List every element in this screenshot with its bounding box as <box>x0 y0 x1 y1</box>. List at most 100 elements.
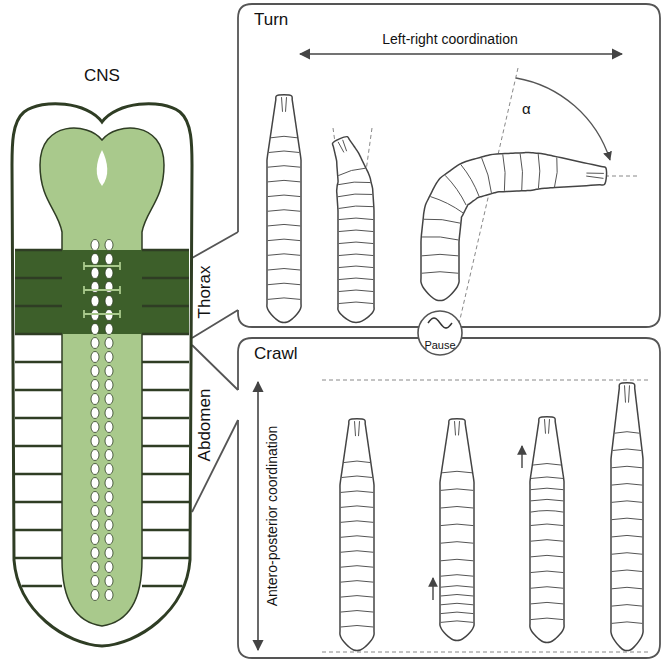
connective-hole <box>105 492 113 503</box>
segment-nerve <box>142 585 183 588</box>
connective-hole <box>105 464 113 475</box>
sine-wave <box>428 318 452 328</box>
mouth-hook <box>629 385 630 402</box>
larvae <box>267 95 643 651</box>
larva-segment <box>612 622 643 624</box>
larva-segment <box>339 278 374 280</box>
connective-hole <box>105 240 113 251</box>
segment-nerve <box>142 389 189 392</box>
larva-segment <box>531 499 564 501</box>
connective-hole <box>105 338 113 349</box>
connective-hole <box>91 436 99 447</box>
shape-group <box>238 338 660 658</box>
larva-segment <box>482 158 492 193</box>
larva-segment <box>422 254 458 256</box>
level-dashed-line <box>322 652 650 653</box>
connective-hole <box>91 366 99 377</box>
larva-segment <box>341 626 374 628</box>
larva-segment <box>531 555 564 557</box>
larva-segment <box>441 621 474 623</box>
larva-segment <box>531 540 564 542</box>
larva-segment <box>442 471 472 473</box>
larva-segment <box>445 175 466 205</box>
shape-group <box>418 311 462 355</box>
larva-segment <box>268 166 301 168</box>
segment-nerve <box>142 529 189 532</box>
left-right-arrow <box>300 53 622 55</box>
larva-segment <box>531 524 564 526</box>
connective-hole <box>91 310 99 321</box>
larva-segment <box>533 464 561 466</box>
larva-segment <box>341 536 374 538</box>
connective-hole <box>105 394 113 405</box>
segment-bracket <box>84 310 120 318</box>
callout-wedge <box>192 232 238 338</box>
connective-hole <box>91 254 99 265</box>
larva-segment <box>612 570 643 572</box>
larva-segment <box>441 542 474 544</box>
connective-hole <box>91 408 99 419</box>
connective-hole <box>91 268 99 279</box>
segment-nerve <box>142 417 189 420</box>
larva-segment <box>612 501 643 503</box>
turn-panel: TurnLeft-right coordinationα <box>238 4 660 327</box>
pause-outline <box>418 311 462 355</box>
segment-bracket <box>84 262 120 270</box>
connective-hole <box>91 464 99 475</box>
larva-body <box>421 152 607 300</box>
larva-segment <box>341 506 374 508</box>
cns-title: CNS <box>84 66 120 86</box>
connective-hole <box>105 590 113 601</box>
larva-segment <box>538 154 540 188</box>
connective-hole <box>105 520 113 531</box>
larva-segment <box>612 535 643 537</box>
connective-hole <box>91 380 99 391</box>
larva <box>530 417 564 643</box>
segment-nerve <box>15 305 62 308</box>
node-shape <box>238 4 660 327</box>
connective-hole <box>105 562 113 573</box>
larva-segment <box>339 230 374 232</box>
segment-bracket <box>84 286 120 294</box>
larva-segment <box>612 587 643 589</box>
mouth-hook <box>359 421 360 436</box>
segment-nerve <box>15 529 62 532</box>
segment-nerve <box>15 501 62 504</box>
segment-nerve <box>15 249 62 252</box>
body-outline <box>12 104 192 646</box>
larva-segment <box>531 571 564 573</box>
mouth-hook <box>355 421 356 436</box>
mouth-hook <box>338 142 344 153</box>
larva <box>332 137 374 323</box>
larva-segment <box>441 524 474 526</box>
larva-segment <box>339 206 374 209</box>
connective-hole <box>91 590 99 601</box>
connective-hole <box>105 366 113 377</box>
connective-hole <box>91 576 99 587</box>
larva-segment <box>555 157 558 187</box>
larva-segment <box>268 298 301 300</box>
larva-segment <box>268 269 301 271</box>
larva-segment <box>338 194 372 197</box>
larva-segment <box>339 218 374 220</box>
brain-hole <box>97 150 108 186</box>
larva-segment <box>531 618 564 620</box>
segment-nerve <box>142 305 189 308</box>
larva-segment <box>338 182 370 185</box>
larva-segment <box>531 477 563 479</box>
larva-segment <box>531 511 564 513</box>
connective-hole <box>91 478 99 489</box>
larva-segment <box>441 489 474 491</box>
larva-segment <box>341 566 374 568</box>
larva-segment <box>441 612 474 614</box>
connective-hole <box>91 240 99 251</box>
larva-segment <box>441 575 474 577</box>
connective-hole <box>105 296 113 307</box>
panel-heading: Turn <box>254 10 288 30</box>
segment-nerve <box>15 445 62 448</box>
panel-outline <box>238 338 660 658</box>
shape-group <box>12 104 192 646</box>
larva-segment <box>461 165 479 197</box>
segment-nerve <box>142 361 189 364</box>
larva-segment <box>344 461 371 463</box>
